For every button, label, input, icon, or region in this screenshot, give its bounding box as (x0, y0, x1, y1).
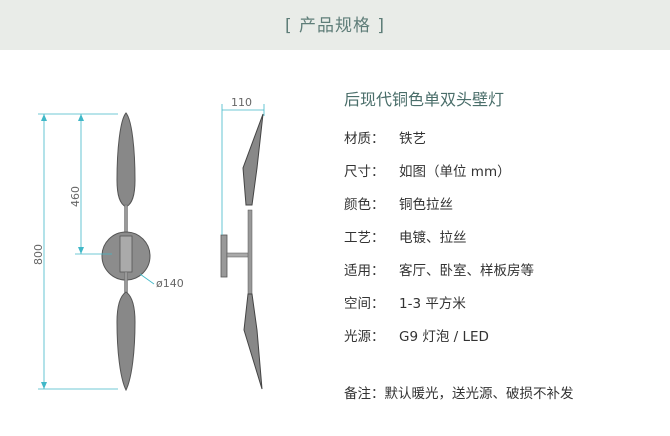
section-title: [ 产品规格 ] (284, 16, 386, 36)
spec-value: G9 灯泡 / LED (399, 329, 489, 345)
side-view (220, 113, 264, 390)
dimensions-front (38, 113, 155, 390)
side-stem (247, 209, 253, 296)
spec-label: 尺寸： (344, 164, 385, 180)
spec-value: 如图（单位 mm） (399, 164, 511, 180)
spec-value: 电镀、拉丝 (399, 230, 467, 246)
spec-row: 工艺： 电镀、拉丝 (344, 229, 664, 262)
spec-row: 颜色： 铜色拉丝 (344, 196, 664, 229)
spec-row: 光源： G9 灯泡 / LED (344, 328, 664, 361)
spec-panel: 后现代铜色单双头壁灯 材质： 铁艺 尺寸： 如图（单位 mm） 颜色： 铜色拉丝 工艺… (344, 86, 664, 361)
dimensions-side (221, 104, 265, 235)
spec-label: 工艺： (344, 230, 385, 246)
spec-value: 铁艺 (399, 131, 426, 147)
lower-stem (124, 271, 128, 295)
spec-label: 空间： (344, 296, 385, 312)
upper-shade (116, 112, 136, 208)
center-body (119, 235, 133, 273)
spec-label: 光源： (344, 329, 385, 345)
side-wall-plate (220, 234, 228, 278)
spec-row: 材质： 铁艺 (344, 130, 664, 163)
side-upper-shade (242, 113, 264, 206)
product-name: 后现代铜色单双头壁灯 (344, 90, 505, 109)
spec-label: 颜色： (344, 197, 385, 213)
spec-row: 尺寸： 如图（单位 mm） (344, 163, 664, 196)
front-view (101, 112, 151, 392)
side-arm (226, 252, 250, 258)
spec-value: 1-3 平方米 (399, 296, 466, 312)
dim-diameter-label: ø140 (156, 277, 184, 290)
spec-value: 客厅、卧室、样板房等 (399, 263, 534, 279)
dim-upper-label: 460 (69, 186, 82, 207)
product-note: 备注：默认暖光，送光源、破损不补发 (344, 386, 574, 402)
spec-label: 材质： (344, 131, 385, 147)
side-lower-shade (243, 293, 263, 390)
spec-row: 适用： 客厅、卧室、样板房等 (344, 262, 664, 295)
lamp-technical-drawing: 800 460 ø140 110 (32, 96, 265, 392)
dim-width-label: 110 (231, 96, 252, 109)
dim-total-label: 800 (32, 244, 45, 265)
spec-label: 适用： (344, 263, 385, 279)
spec-value: 铜色拉丝 (399, 197, 453, 213)
spec-row: 空间： 1-3 平方米 (344, 295, 664, 328)
section-header: [ 产品规格 ] (0, 0, 670, 50)
lower-shade (116, 291, 136, 392)
